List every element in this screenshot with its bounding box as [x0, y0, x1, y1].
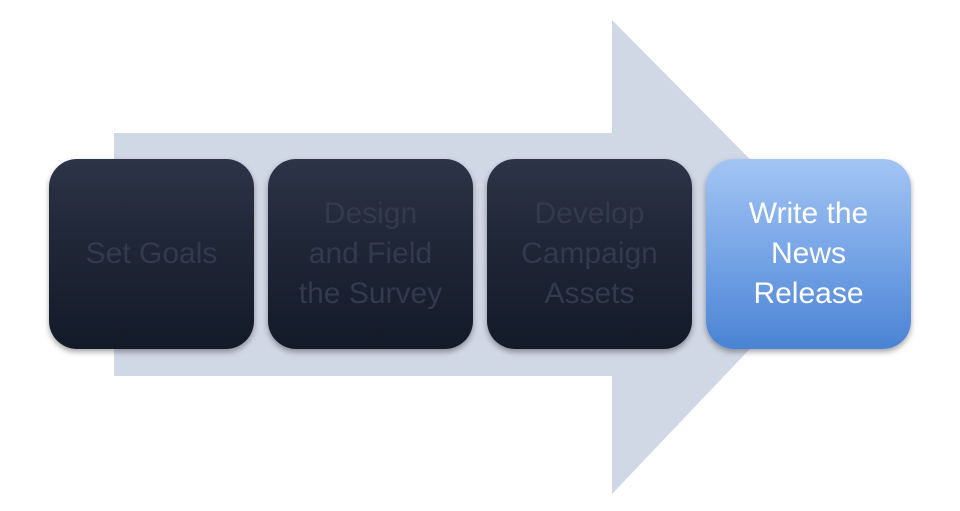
step-set-goals: Set Goals — [49, 159, 254, 349]
arrow-shape — [114, 20, 842, 494]
step-design-and-field-survey: Design and Field the Survey — [268, 159, 473, 349]
step-develop-campaign-assets: Develop Campaign Assets — [487, 159, 692, 349]
step-write-news-release: Write the News Release — [706, 159, 911, 349]
